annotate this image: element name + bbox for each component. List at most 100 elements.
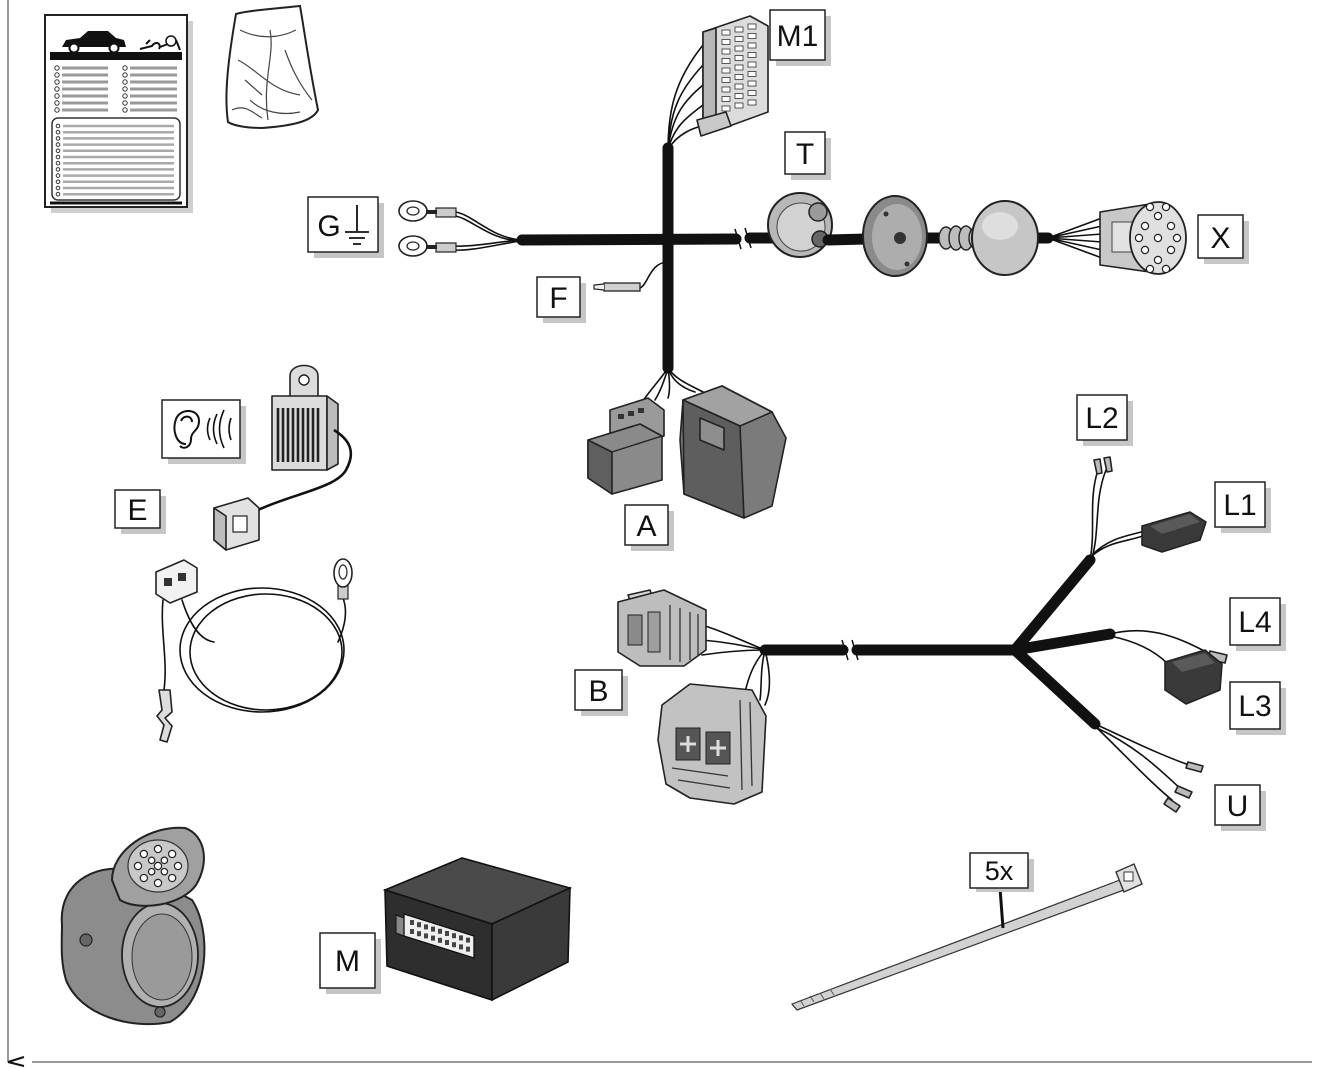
sheet-bullet [122,100,128,106]
a-connectors [587,385,787,519]
callout-box [307,196,379,253]
u-terminal [1174,785,1193,799]
e-connector-pin [178,573,186,581]
l2-terminal [1093,456,1113,475]
callout-x: X [1197,214,1249,264]
socket-pin [167,849,177,859]
callout-g: G [307,196,384,258]
callout-m1: M1 [769,9,831,66]
sheet-bullet [54,93,60,99]
sheet-parts-sketch [139,39,181,51]
module-pin [452,942,456,948]
harness-branch-u [1009,644,1101,730]
module-side [491,886,571,1002]
callout-text: L1 [1223,489,1256,522]
a-pin [618,414,624,419]
m1-pin-cell [747,71,757,77]
callout-box [319,932,376,989]
sheet-bullet [122,86,128,92]
module-pin [452,933,456,939]
m1-pin-cell [734,64,744,71]
m1-pin-cell [734,102,744,109]
car-icon [62,31,126,47]
e-wire [337,597,347,643]
socket-pin [1140,245,1150,255]
a-small-connector-front [587,439,613,495]
socket-bolt [154,1006,166,1018]
m1-pin-cell [747,33,757,39]
callout-text: 5x [985,856,1014,886]
b-connector-ribs [669,605,699,662]
buzzer-grille [276,408,320,462]
callout-l3: L3 [1229,681,1286,735]
vehicle-harness [701,456,1228,813]
ring-crimp [435,242,457,253]
callout-text: G [317,210,340,243]
callout-box [1197,214,1244,259]
l2-twisted-wires [1089,469,1107,561]
m1-pin-cell [721,39,731,45]
socket-pin [160,856,169,865]
mounting-plate [862,195,928,277]
instruction-sheet-icon [44,14,193,213]
a-edge [611,435,663,453]
socket-pin [153,844,163,854]
socket-pin [147,856,156,865]
sheet-bullet [55,142,61,147]
callout-text: B [588,675,608,708]
m1-pin-cell [747,99,757,106]
module-pin [410,929,414,934]
u-terminal [1163,797,1181,813]
sheet-bullet [54,72,60,78]
socket-face-inner [131,913,193,1001]
socket-pin [1161,264,1171,274]
socket-pin [1153,255,1163,265]
socket-pin [153,861,163,871]
module-connector-slot [403,913,475,959]
x-socket [1099,201,1187,275]
sheet-bullet [55,129,61,135]
b-connectors [617,589,767,805]
sheet-bullet [55,123,61,129]
callout-quantity: 5x [969,852,1034,892]
callout-box [1076,394,1128,441]
sheet-parts-sketch-ring [165,35,177,47]
callout-l4: L4 [1229,597,1286,651]
quantity-pointer [998,887,1005,929]
callout-text: F [549,282,567,315]
m1-pin-cell [734,26,744,33]
sheet-bullet [122,65,128,71]
b-connector-cross [680,736,726,756]
cable-break-mark [734,227,752,250]
a-wires [639,367,706,406]
buzzer-connector-slot [232,515,248,533]
socket-pin [1153,211,1163,221]
socket-pin [173,861,183,871]
plate-screw-hole [883,211,889,217]
m1-pin-cell [734,93,744,99]
plate-screw-hole [904,261,910,267]
callout-text: L2 [1085,402,1118,435]
ring-crimp [435,207,457,218]
m1-pin-cell [721,58,731,64]
callout-box [784,131,826,175]
sheet-bullet [54,100,60,106]
m1-pin-cell [721,96,731,102]
m1-pin-cell [734,74,744,80]
b-wires [701,624,771,706]
m1-pin-cell [721,86,731,93]
l3-connector-top [1172,653,1215,672]
socket-pin [147,867,156,876]
m1-pin-cell [747,23,757,30]
f-terminal [593,282,641,292]
module-pin [417,922,421,928]
b-connector-ribs [671,699,753,791]
f-terminal-tip [593,283,605,291]
f-wire [639,261,669,289]
ground-wires [454,211,521,251]
e-wire [161,599,166,691]
m1-pin-cell [734,83,744,90]
car-wheel [108,42,120,54]
module-pin [431,926,435,932]
